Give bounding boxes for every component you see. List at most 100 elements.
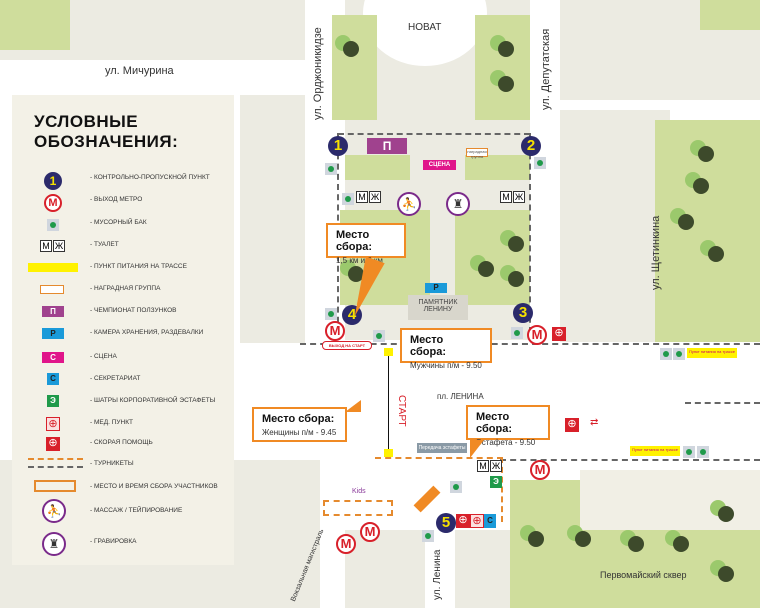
gathering-callout: Место сбора: Эстафета - 9.50 xyxy=(466,405,550,447)
city-block xyxy=(580,470,760,530)
street-label: ул. Щетинкина xyxy=(650,215,662,290)
award-group-icon xyxy=(28,285,88,305)
checkpoint-2: 2 xyxy=(521,136,541,156)
trash-bin-icon xyxy=(697,446,709,458)
legend-label: МАССАЖ / ТЕЙПИРОВАНИЕ xyxy=(90,507,230,515)
trash-bin-icon xyxy=(450,481,462,493)
ambulance-icon: ⊕ xyxy=(565,418,579,432)
lawn xyxy=(332,15,377,120)
turnstile-line xyxy=(685,402,760,404)
legend-title-line: УСЛОВНЫЕ xyxy=(34,112,139,131)
stage: СЦЕНА xyxy=(423,160,456,170)
tree xyxy=(335,35,359,57)
legend-item: ПУНКТ ПИТАНИЯ НА ТРАССЕ xyxy=(12,263,234,283)
engraving-icon: ♜ xyxy=(446,192,470,216)
legend-item: ⛹МАССАЖ / ТЕЙПИРОВАНИЕ xyxy=(12,499,234,527)
gathering-callout: Место сбора: 1,5 км и 3 км xyxy=(326,223,406,265)
park-label: Первомайский сквер xyxy=(600,570,687,580)
city-block xyxy=(240,95,305,343)
street-label: ул. Орджоникидзе xyxy=(312,27,324,120)
legend-label: КАМЕРА ХРАНЕНИЯ, РАЗДЕВАЛКИ xyxy=(90,329,230,337)
stage-icon: С xyxy=(28,352,88,373)
turnstile-line xyxy=(338,133,530,135)
kids-label: Kids xyxy=(352,488,366,495)
tree xyxy=(500,230,524,252)
crawl-icon: П xyxy=(28,306,88,327)
start-marker xyxy=(384,348,393,356)
lawn xyxy=(455,210,530,305)
tree xyxy=(520,525,544,547)
checkpoint-icon: 1 xyxy=(28,172,88,194)
legend-label: ЧЕМПИОНАТ ПОЛЗУНКОВ xyxy=(90,307,230,315)
food-point-icon xyxy=(28,263,88,283)
tree xyxy=(340,260,364,282)
street-label: ул. Депутатская xyxy=(540,28,552,110)
legend-label: НАГРАДНАЯ ГРУППА xyxy=(90,285,230,293)
legend-label: ШАТРЫ КОРПОРАТИВНОЙ ЭСТАФЕТЫ xyxy=(90,397,230,405)
food-point: Пункт питания на трассе xyxy=(687,348,737,358)
legend-label: МЕСТО И ВРЕМЯ СБОРА УЧАСТНИКОВ xyxy=(90,483,230,491)
callout-text: Женщины п/м - 9.45 xyxy=(262,428,337,437)
ambulance-icon: ⊕ xyxy=(552,327,566,341)
tree xyxy=(490,70,514,92)
park-area xyxy=(0,0,70,50)
checkpoint-3: 3 xyxy=(513,303,533,323)
legend-item: 1КОНТРОЛЬНО-ПРОПУСКНОЙ ПУНКТ xyxy=(12,172,234,194)
tree xyxy=(500,265,524,287)
legend-label: МУСОРНЫЙ БАК xyxy=(90,219,230,227)
toilet-men: М xyxy=(500,191,512,203)
gathering-callout: Место сбора: Женщины п/м - 9.45 xyxy=(252,407,347,442)
callout-title: Место сбора: xyxy=(410,334,446,358)
legend-item: РКАМЕРА ХРАНЕНИЯ, РАЗДЕВАЛКИ xyxy=(12,328,234,349)
start-zone xyxy=(375,457,503,522)
metro-exit-icon: М xyxy=(336,534,356,554)
toilet-women: Ж xyxy=(513,191,525,203)
square-label: пл. ЛЕНИНА xyxy=(437,392,484,401)
legend-item: ССЦЕНА xyxy=(12,352,234,373)
lawn xyxy=(475,15,530,120)
novat-label: НОВАТ xyxy=(408,22,442,33)
secretariat-icon: С xyxy=(28,373,88,395)
metro-exit-icon: М xyxy=(360,522,380,542)
legend-item: ⊕МЕД. ПУНКТ xyxy=(12,417,234,439)
checkpoint-4: 4 xyxy=(342,305,362,325)
engraving-icon: ♜ xyxy=(28,532,88,558)
relay-handover-label: Передача эстафеты xyxy=(417,443,467,453)
tree xyxy=(710,560,734,582)
trash-bin-icon xyxy=(534,157,546,169)
legend-label: ПУНКТ ПИТАНИЯ НА ТРАССЕ xyxy=(90,263,230,271)
callout-pointer xyxy=(345,400,361,412)
legend-item: ССЕКРЕТАРИАТ xyxy=(12,373,234,395)
legend-label: МЕД. ПУНКТ xyxy=(90,419,230,427)
turnstile-icon xyxy=(28,458,88,480)
crawl-championship: П xyxy=(367,138,407,154)
legend-item: ⊕СКОРАЯ ПОМОЩЬ xyxy=(12,437,234,459)
storage-icon: Р xyxy=(28,328,88,349)
city-block xyxy=(345,530,425,608)
legend-item: ЭШАТРЫ КОРПОРАТИВНОЙ ЭСТАФЕТЫ xyxy=(12,395,234,417)
legend-item: ПЧЕМПИОНАТ ПОЛЗУНКОВ xyxy=(12,306,234,327)
massage-icon: ⛹ xyxy=(397,192,421,216)
legend-label: ВЫХОД МЕТРО xyxy=(90,196,230,204)
metro-exit-icon: М xyxy=(527,325,547,345)
tree xyxy=(700,240,724,262)
city-block xyxy=(455,530,510,608)
callout-text: Эстафета - 9.50 xyxy=(476,438,536,447)
legend-label: ГРАВИРОВКА xyxy=(90,538,230,546)
tree xyxy=(710,500,734,522)
legend-title-line: ОБОЗНАЧЕНИЯ: xyxy=(34,132,179,151)
lawn xyxy=(465,155,530,180)
legend-label: СЦЕНА xyxy=(90,353,230,361)
legend-item: ♜ГРАВИРОВКА xyxy=(12,532,234,558)
callout-title: Место сбора: xyxy=(476,411,512,435)
tree xyxy=(620,530,644,552)
tree xyxy=(685,172,709,194)
two-way-arrows-icon: ⇄ xyxy=(590,417,599,428)
street-label: ул. Ленина xyxy=(432,549,443,601)
turnstile-line xyxy=(529,133,531,333)
